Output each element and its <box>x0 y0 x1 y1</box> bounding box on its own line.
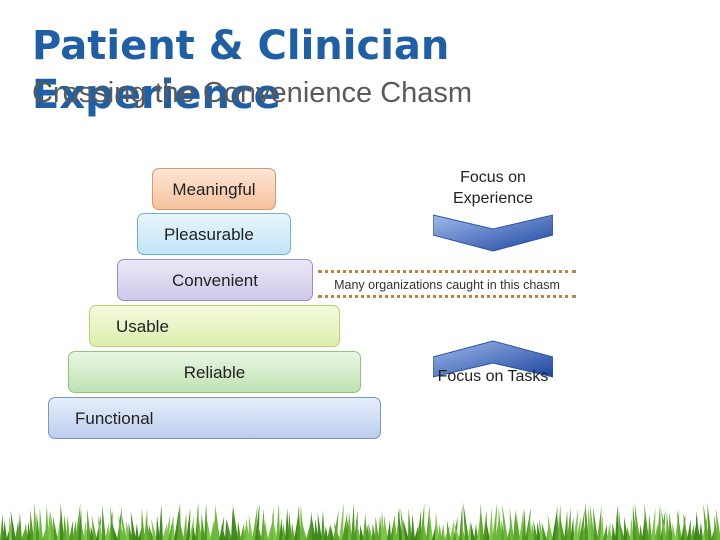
tier-convenient: Convenient <box>117 259 313 301</box>
tier-label: Meaningful <box>172 180 256 199</box>
slide-title: Patient & Clinician Experience <box>32 23 450 118</box>
chevron-down-icon <box>433 214 553 252</box>
tier-reliable: Reliable <box>68 351 361 393</box>
tier-label: Functional <box>75 409 154 428</box>
slide-subtitle: Crossing the Convenience Chasm <box>32 77 473 109</box>
focus-experience-label: Focus on Experience <box>452 169 534 207</box>
tier-label: Reliable <box>183 363 246 382</box>
tier-usable: Usable <box>89 305 340 347</box>
tier-label: Pleasurable <box>164 225 254 244</box>
tier-functional: Functional <box>48 397 381 439</box>
tier-meaningful: Meaningful <box>152 168 276 210</box>
focus-tasks-label: Focus on Tasks <box>437 368 549 385</box>
grass-decoration <box>0 502 720 540</box>
tier-label: Convenient <box>171 271 258 290</box>
chasm-band: Many organizations caught in this chasm <box>318 270 576 298</box>
tier-pleasurable: Pleasurable <box>137 213 291 255</box>
tier-label: Usable <box>116 317 169 336</box>
chevron-up-icon <box>433 340 553 378</box>
chasm-label: Many organizations caught in this chasm <box>334 278 560 292</box>
